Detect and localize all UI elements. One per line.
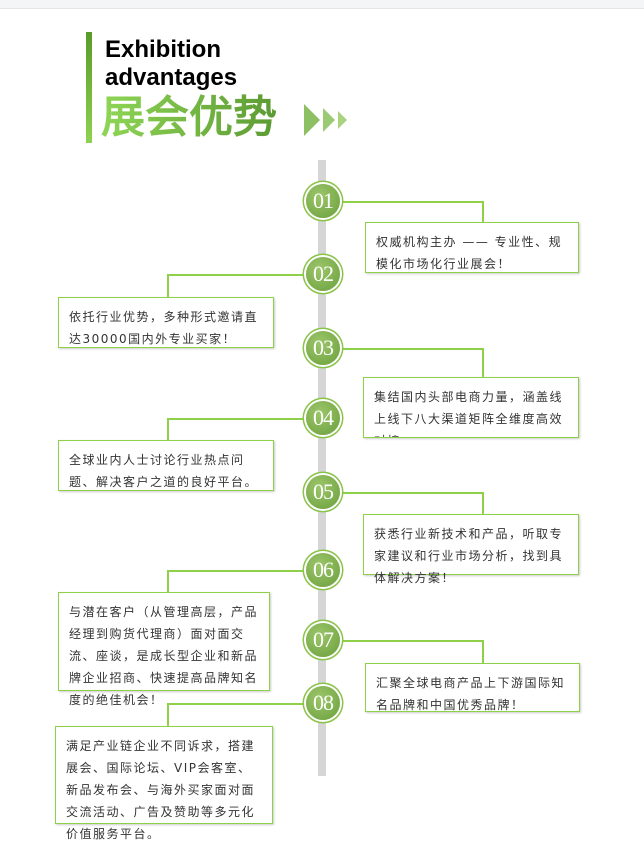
triple-arrow-icon [304, 104, 347, 136]
advantage-box-8: 满足产业链企业不同诉求，搭建展会、国际论坛、VIP会客室、新品发布会、与海外买家… [55, 726, 273, 841]
step-badge-2: 02 [306, 257, 340, 291]
step-badge-5: 05 [306, 475, 340, 509]
timeline-spine [318, 160, 326, 776]
step-badge-3: 03 [306, 331, 340, 365]
advantage-box-6: 与潜在客户（从管理高层，产品经理到购货代理商）面对面交流、座谈，是成长型企业和新… [58, 592, 270, 707]
advantage-box-5: 获悉行业新技术和产品，听取专家建议和行业市场分析，找到具体解决方案！ [363, 514, 579, 585]
step-badge-7: 07 [306, 623, 340, 657]
advantage-box-1: 权威机构主办 —— 专业性、规模化市场化行业展会！ [365, 222, 579, 273]
advantage-box-2: 依托行业优势，多种形式邀请直达30000国内外专业买家！ [58, 297, 274, 348]
advantage-box-3: 集结国内头部电商力量，涵盖线上线下八大渠道矩阵全维度高效对接； [363, 377, 579, 438]
title-accent-bar [86, 32, 92, 143]
title-en-line1: Exhibition [105, 36, 221, 63]
advantage-box-7: 汇聚全球电商产品上下游国际知名品牌和中国优秀品牌！ [365, 663, 580, 712]
step-badge-6: 06 [306, 553, 340, 587]
advantage-box-4: 全球业内人士讨论行业热点问题、解决客户之道的良好平台。 [58, 440, 274, 491]
top-border [0, 0, 644, 9]
title-cn: 展会优势 [101, 92, 277, 143]
step-badge-1: 01 [306, 184, 340, 218]
step-badge-4: 04 [306, 401, 340, 435]
step-badge-8: 08 [306, 686, 340, 720]
title-en-line2: advantages [105, 64, 238, 91]
